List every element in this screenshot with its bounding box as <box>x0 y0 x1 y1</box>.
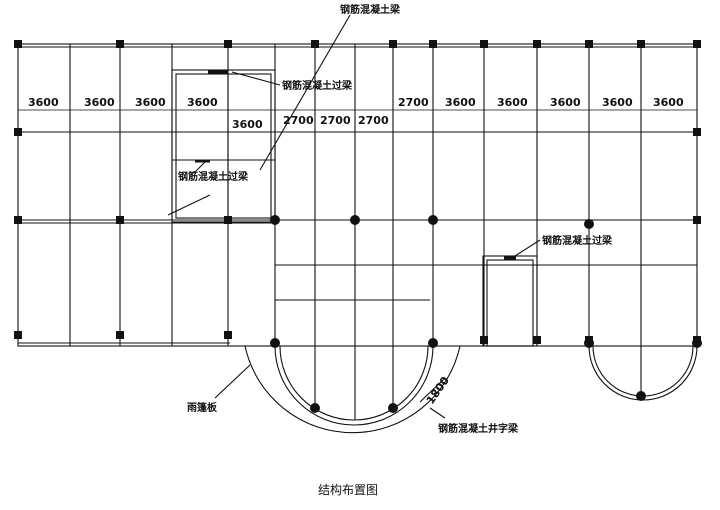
column <box>224 40 232 48</box>
column <box>585 40 593 48</box>
dimension-label: 3600 <box>653 96 684 109</box>
dimension-label: 3600 <box>497 96 528 109</box>
canopy-annotation: 雨篷板 <box>187 401 218 414</box>
column <box>480 336 488 344</box>
column <box>389 40 397 48</box>
dimension-label: 3600 <box>135 96 166 109</box>
stair-opening-inner <box>175 73 272 219</box>
column <box>224 331 232 339</box>
dimension-label: 2700 <box>398 96 429 109</box>
waffle-bay-arc <box>274 345 434 426</box>
round-column <box>428 215 438 225</box>
round-column <box>350 215 360 225</box>
leader-line <box>514 239 541 257</box>
lintel-annotation: 钢筋混凝土过梁 <box>542 234 613 247</box>
column <box>311 40 319 48</box>
leader-line <box>259 14 351 171</box>
column <box>693 40 701 48</box>
round-column <box>636 391 646 401</box>
round-column <box>584 219 594 229</box>
round-column <box>692 338 702 348</box>
dimension-label: 3600 <box>232 118 263 131</box>
lintel-annotation: 钢筋混凝土过梁 <box>178 170 249 183</box>
column <box>116 216 124 224</box>
round-column <box>270 338 280 348</box>
round-column <box>584 338 594 348</box>
column <box>480 40 488 48</box>
plan-outline <box>17 43 698 347</box>
waffle-beam-annotation: 钢筋混凝土井字梁 <box>438 422 519 435</box>
drawing-title: 结构布置图 <box>318 482 378 497</box>
column <box>116 40 124 48</box>
leader-line <box>214 364 251 399</box>
column <box>429 40 437 48</box>
round-column <box>310 403 320 413</box>
dimension-label: 3600 <box>84 96 115 109</box>
door-opening-inner <box>486 259 534 347</box>
dimension-label: 2700 <box>320 114 351 127</box>
door-opening <box>482 255 538 347</box>
round-column <box>388 403 398 413</box>
canopy-arc <box>244 345 461 434</box>
dimension-label: 3600 <box>28 96 59 109</box>
column <box>533 336 541 344</box>
column <box>637 40 645 48</box>
dimension-label: 3600 <box>550 96 581 109</box>
lintel-annotation: 钢筋混凝土过梁 <box>282 79 353 92</box>
dimension-label: 2700 <box>283 114 314 127</box>
stair-opening <box>171 69 276 223</box>
column <box>693 216 701 224</box>
column <box>533 40 541 48</box>
column <box>14 216 22 224</box>
column <box>116 331 124 339</box>
waffle-bay-arc-inner <box>279 345 429 421</box>
dimension-label: 3600 <box>602 96 633 109</box>
round-column <box>270 215 280 225</box>
leader-line <box>231 71 281 86</box>
leader-line <box>194 161 206 173</box>
leader-line <box>167 194 211 216</box>
dimension-label: 3600 <box>187 96 218 109</box>
leader-line <box>419 377 446 403</box>
radius-label: 1800 <box>424 374 452 407</box>
column <box>14 40 22 48</box>
column <box>14 331 22 339</box>
column <box>224 216 232 224</box>
dimension-label: 3600 <box>445 96 476 109</box>
dimension-label: 2700 <box>358 114 389 127</box>
small-bay-arc-inner <box>592 345 694 397</box>
round-column <box>428 338 438 348</box>
beam-annotation: 钢筋混凝土梁 <box>340 3 401 16</box>
leader-line <box>429 407 446 419</box>
column <box>693 128 701 136</box>
column <box>14 128 22 136</box>
